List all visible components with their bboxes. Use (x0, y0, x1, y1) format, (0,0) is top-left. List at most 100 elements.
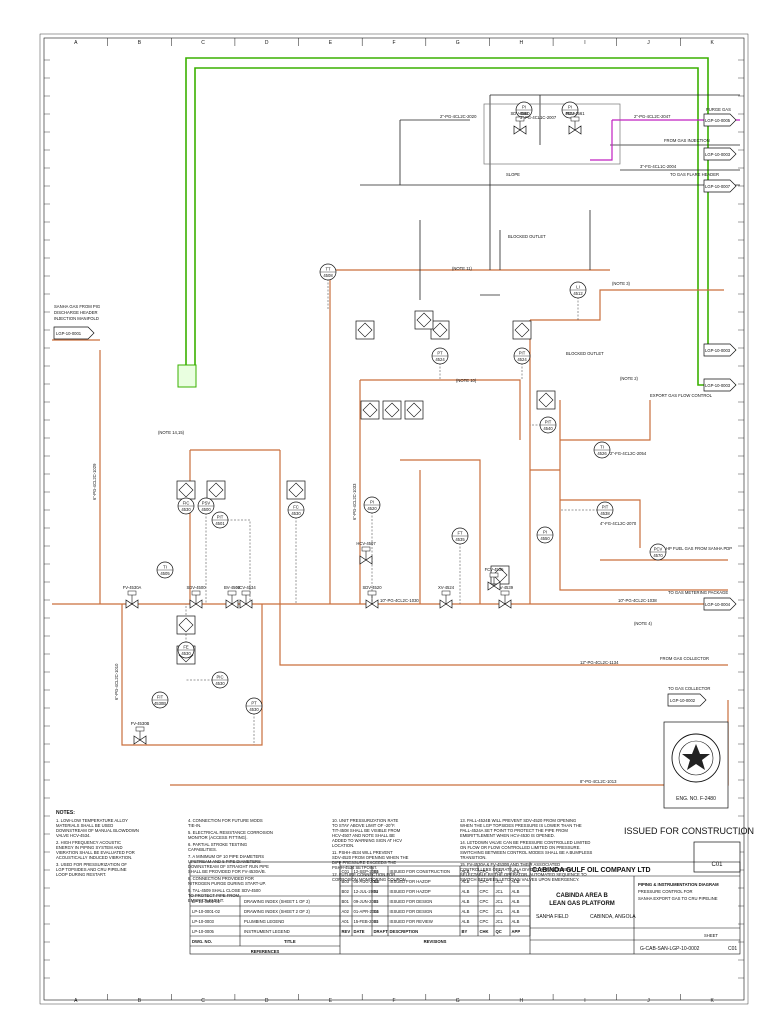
offpage-eductor[interactable]: LGP-10-0002 (667, 693, 707, 707)
instrument-tag: PT (251, 701, 257, 706)
green-export-signal-loop (177, 57, 736, 388)
offpage-purge[interactable]: LGP-10-0005 (703, 113, 737, 127)
valve-fv-4530b[interactable]: FV-4530B (131, 721, 150, 745)
col-label-J: J (647, 40, 650, 46)
instrument-num: 4570 (653, 553, 663, 558)
rev-cell: A01 (342, 919, 350, 924)
valve-tag: FV-4530A (123, 585, 142, 590)
valve-sdv-4500[interactable]: SDV-4500 (186, 585, 206, 609)
rev-cell: CPC (480, 889, 489, 894)
ref-dwg-no: LP-10-0001-02 (192, 909, 221, 914)
offpage-injection[interactable]: LGP-10-0003 (703, 147, 737, 161)
rev-cell: ISSUED FOR HAZOP (390, 889, 431, 894)
interlock-diamonds (176, 310, 556, 665)
outer-frame (43, 37, 745, 1001)
valve-tag: SDV-4500 (186, 585, 206, 590)
rev-cell: ALB (512, 869, 520, 874)
valve-hcv-4507[interactable]: HCV-4507 (356, 541, 376, 565)
rev-cell: SJ (374, 909, 379, 914)
valve-sdv-4560[interactable]: SDV-4560 (510, 111, 530, 135)
rev-cell: ALB (512, 909, 520, 914)
col-label-bottom-F: F (392, 998, 395, 1004)
instrument-num: 4500 (201, 507, 211, 512)
instrument-num: 4530B (154, 701, 166, 706)
rev-cell: ALB (462, 879, 470, 884)
rev-cell: ALB (512, 879, 520, 884)
instrument-tag: PSV (202, 501, 211, 506)
valve-actuator-icon (135, 726, 145, 732)
rev-cell: B02 (342, 889, 350, 894)
callout-export-gas-flow: EXPORT GAS FLOW CONTROL (650, 393, 713, 398)
valve-actuator-icon (127, 590, 137, 596)
instrument-num: 4530 (291, 511, 301, 516)
callout-slope: SLOPE (506, 172, 520, 177)
callout-to-gas-flare: TO GAS FLARE HEADER (670, 172, 719, 177)
rev-cell: 01-APR-2005 (354, 909, 380, 914)
valve-fv-4530a[interactable]: FV-4530A (123, 585, 142, 609)
valve-xv-4524[interactable]: XV-4524 (438, 585, 455, 609)
rev-cell: SJ (374, 869, 379, 874)
rev-cell: ISSUED FOR HAZOP (390, 879, 431, 884)
engineer-seal: ENG. NO. F-2480 (663, 721, 729, 809)
instrument-tag: PI (370, 500, 374, 505)
offpage-flare-label: LGP-10-0007 (705, 184, 731, 189)
rev-cell: 05-AUG-2005 (354, 879, 381, 884)
rev-cell: JCL (496, 879, 504, 884)
instrument-num: 4550 (540, 536, 550, 541)
callout-note2: (NOTE 2) (620, 376, 639, 381)
valve-fcv-4535[interactable]: FCV-4535 (485, 567, 505, 591)
callout-note4: (NOTE 4) (634, 621, 653, 626)
instrument-num: 4524 (435, 357, 445, 362)
signal-lines (185, 272, 605, 745)
note-item: 13. PALL-4524B WILL PREVENT SDV-4520 FRO… (460, 818, 582, 838)
offpage-export-flow-2[interactable]: LGP-10-0003 (703, 378, 737, 392)
valve-sdv-4520[interactable]: SDV-4520 (362, 585, 382, 609)
eng-no: ENG. NO. F-2480 (676, 796, 716, 802)
col-label-bottom-G: G (456, 998, 460, 1004)
offpage-flare[interactable]: LGP-10-0007 (703, 179, 737, 193)
offpage-metering[interactable]: LGP-10-0004 (703, 597, 737, 611)
col-label-bottom-E: E (329, 998, 333, 1004)
valve-pcv-4561[interactable]: PCV-4561 (565, 111, 585, 135)
offpage-export-flow[interactable]: LGP-10-0003 (703, 343, 737, 357)
valve-bv-4539[interactable]: BV-4539 (497, 585, 514, 609)
offpage-pig[interactable]: LGP-10-0001 (53, 326, 95, 340)
drawing-title-2: PRESSURE CONTROL FOR (638, 889, 693, 894)
instrument-tag: PI (522, 105, 526, 110)
valve-tag: BV-4539 (497, 585, 514, 590)
callout-blocked-outlet-2: BLOCKED OUTLET (566, 351, 604, 356)
rev-cell: CPC (480, 879, 489, 884)
note-item: 15. FV-4530A & FV-4530B AND THEIR ASSOCI… (460, 862, 587, 882)
valve-actuator-icon (191, 590, 201, 596)
valve-hcv-4534[interactable]: HCV-4534 (236, 585, 256, 609)
valve-bv-4503[interactable]: BV-4503 (224, 585, 241, 609)
